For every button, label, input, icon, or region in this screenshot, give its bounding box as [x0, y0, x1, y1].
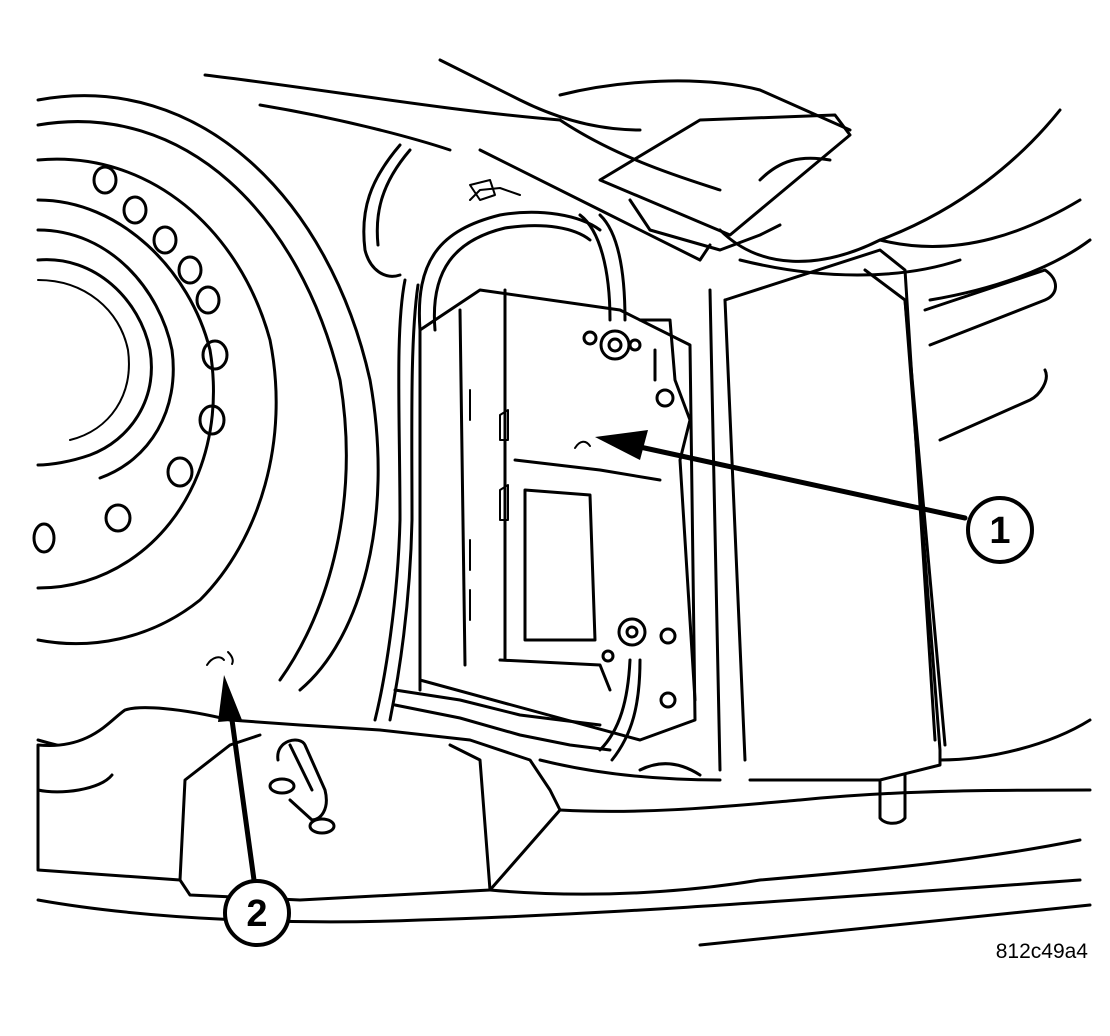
- callout-2-label: 2: [246, 893, 267, 935]
- wheel-lug-holes: [32, 165, 229, 554]
- floor-sill: [36, 651, 1092, 947]
- body-panels: [203, 58, 1092, 442]
- battery: [418, 288, 697, 742]
- spare-tire: [32, 94, 380, 760]
- callout-2: 2: [218, 675, 291, 947]
- callout-1-label: 1: [989, 510, 1010, 552]
- callout-2-circle: [223, 879, 291, 947]
- callout-1-arrowhead: [595, 430, 648, 460]
- callout-2-arrowhead: [218, 675, 242, 722]
- figure-id: 812c49a4: [995, 940, 1088, 963]
- callout-1: 1: [595, 430, 1034, 564]
- battery-cables: [362, 143, 642, 762]
- storage-bin: [708, 248, 1092, 825]
- callout-1-circle: [966, 496, 1034, 564]
